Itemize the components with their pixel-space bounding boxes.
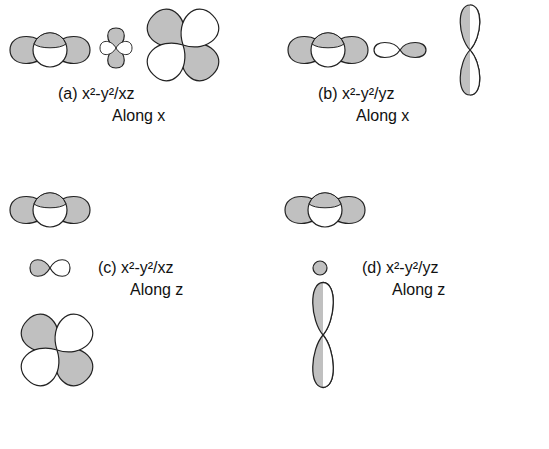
direction-label: Along z xyxy=(130,280,183,299)
direction-label: Along x xyxy=(356,106,409,125)
orbital-a xyxy=(10,3,225,88)
orbital-c xyxy=(10,193,99,393)
panel-caption: (b) x²-y²/yz xyxy=(318,84,394,103)
orbital-b xyxy=(288,5,480,95)
panel-caption: (d) x²-y²/yz xyxy=(362,258,438,277)
direction-label: Along x xyxy=(112,106,165,125)
direction-label: Along z xyxy=(392,280,445,299)
orbital-d xyxy=(285,193,365,388)
panel-caption: (c) x²-y²/xz xyxy=(98,258,174,277)
panel-caption: (a) x²-y²/xz xyxy=(58,84,134,103)
